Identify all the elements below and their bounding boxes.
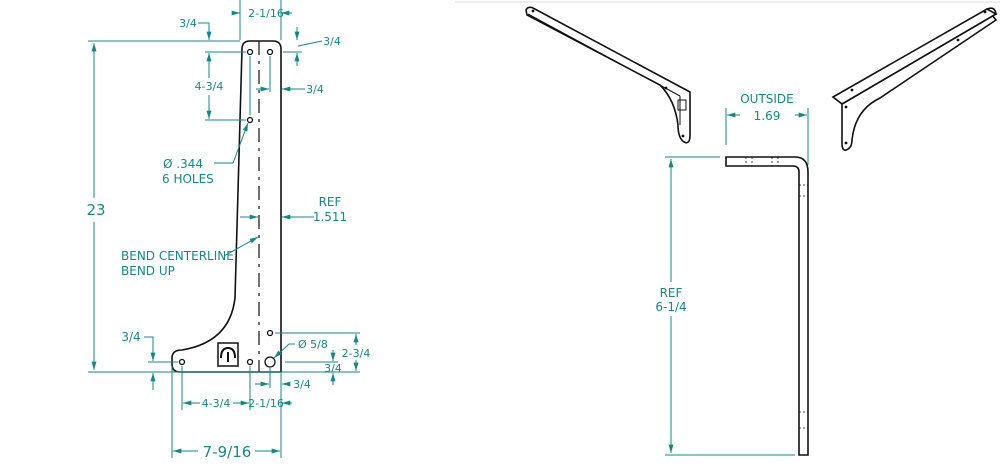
hole-callout-diameter: Ø .344 <box>163 157 203 171</box>
hole <box>266 48 274 56</box>
outside-value: 1.69 <box>754 109 781 123</box>
large-hole <box>264 356 276 368</box>
dim-bottom-hole-height: 2-3/4 <box>342 347 371 360</box>
dim-bottom-width: 2-1/16 <box>248 397 284 410</box>
bend-note-line2: BEND UP <box>121 264 175 278</box>
hole <box>178 358 186 366</box>
hole <box>246 358 254 366</box>
side-view: OUTSIDE 1.69 REF 6-1/4 <box>655 92 809 456</box>
isometric-view-right <box>831 7 998 151</box>
dim-bottom-left-offset: 3/4 <box>121 330 140 344</box>
dim-top-width: 2-1/16 <box>248 7 284 20</box>
holes <box>178 48 276 368</box>
dim-bottom-spacing: 4-3/4 <box>202 397 231 410</box>
dim-hole-spacing: 4-3/4 <box>195 80 224 93</box>
dim-overall-height: 23 <box>86 201 105 219</box>
side-ref-label: REF <box>660 286 683 300</box>
dim-overall-width: 7-9/16 <box>203 443 252 461</box>
hole-callout-count: 6 HOLES <box>162 172 214 186</box>
logo-icon <box>217 342 239 367</box>
bracket-outline <box>171 40 282 373</box>
dim-bottom-right-offset: 3/4 <box>293 378 311 391</box>
bend-note-line1: BEND CENTERLINE <box>121 249 234 263</box>
dim-bottom-hole-offset: 3/4 <box>324 362 342 375</box>
flat-pattern-view: 23 2-1/16 3/4 3/4 4-3/4 3/4 Ø .344 6 HOL… <box>86 0 370 461</box>
large-hole-callout: Ø 5/8 <box>298 338 328 351</box>
dimension-lines <box>88 0 360 458</box>
isometric-view-left <box>525 6 691 144</box>
hole <box>246 48 254 56</box>
hole <box>246 116 254 124</box>
hole <box>266 329 274 337</box>
outside-label: OUTSIDE <box>740 92 794 106</box>
dim-top-right-offset: 3/4 <box>323 35 341 48</box>
ref-label: REF <box>319 195 342 209</box>
dim-top-left-offset: 3/4 <box>179 17 197 30</box>
side-ref-value: 6-1/4 <box>655 300 686 314</box>
dim-hole-edge-offset: 3/4 <box>306 83 324 96</box>
ref-value: 1.511 <box>313 210 347 224</box>
